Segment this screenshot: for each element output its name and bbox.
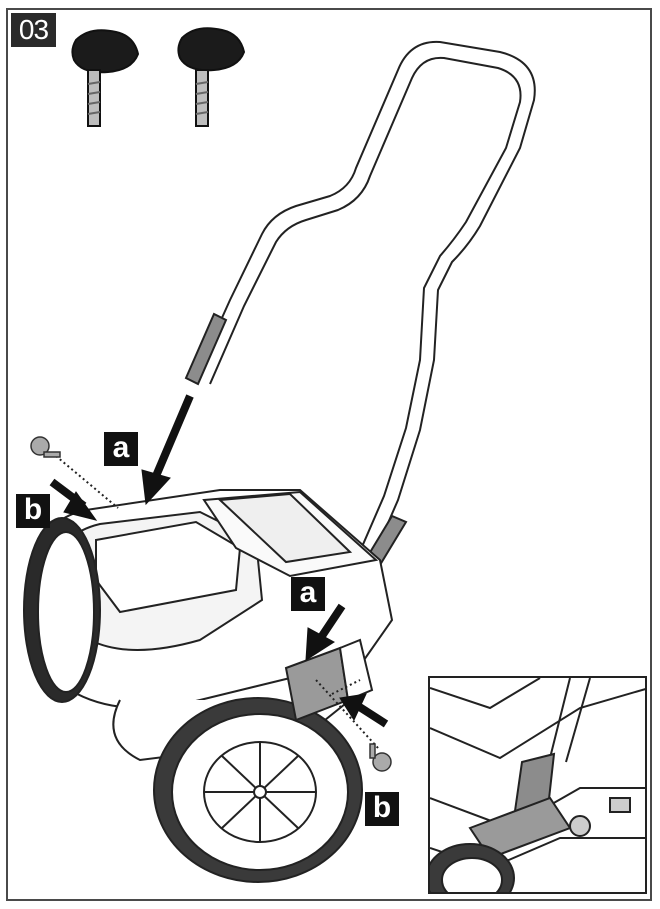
knob-screw-icon: [369, 743, 392, 772]
wheel-icon: [153, 697, 363, 883]
label-a-left: a: [104, 432, 138, 466]
knob-screw-icon: [30, 436, 61, 458]
handle-icon: [193, 40, 536, 601]
arrow-icon: [339, 693, 389, 728]
robot-cleaner-icon: [45, 489, 394, 762]
step-number-badge: 03: [11, 13, 56, 47]
knob-screw-icon: [71, 29, 140, 127]
arrow-icon: [305, 603, 346, 661]
arrow-icon: [49, 478, 98, 521]
label-b-left: b: [16, 494, 50, 528]
knob-screw-icon: [177, 27, 246, 127]
wheel-icon: [23, 517, 101, 703]
label-a-right: a: [291, 577, 325, 611]
guide-lines: [55, 455, 379, 749]
detail-illustration: [430, 678, 645, 892]
detail-inset: [428, 676, 647, 894]
handle-tube-left: [184, 312, 228, 386]
label-b-right: b: [365, 792, 399, 826]
arrow-icon: [141, 394, 194, 506]
